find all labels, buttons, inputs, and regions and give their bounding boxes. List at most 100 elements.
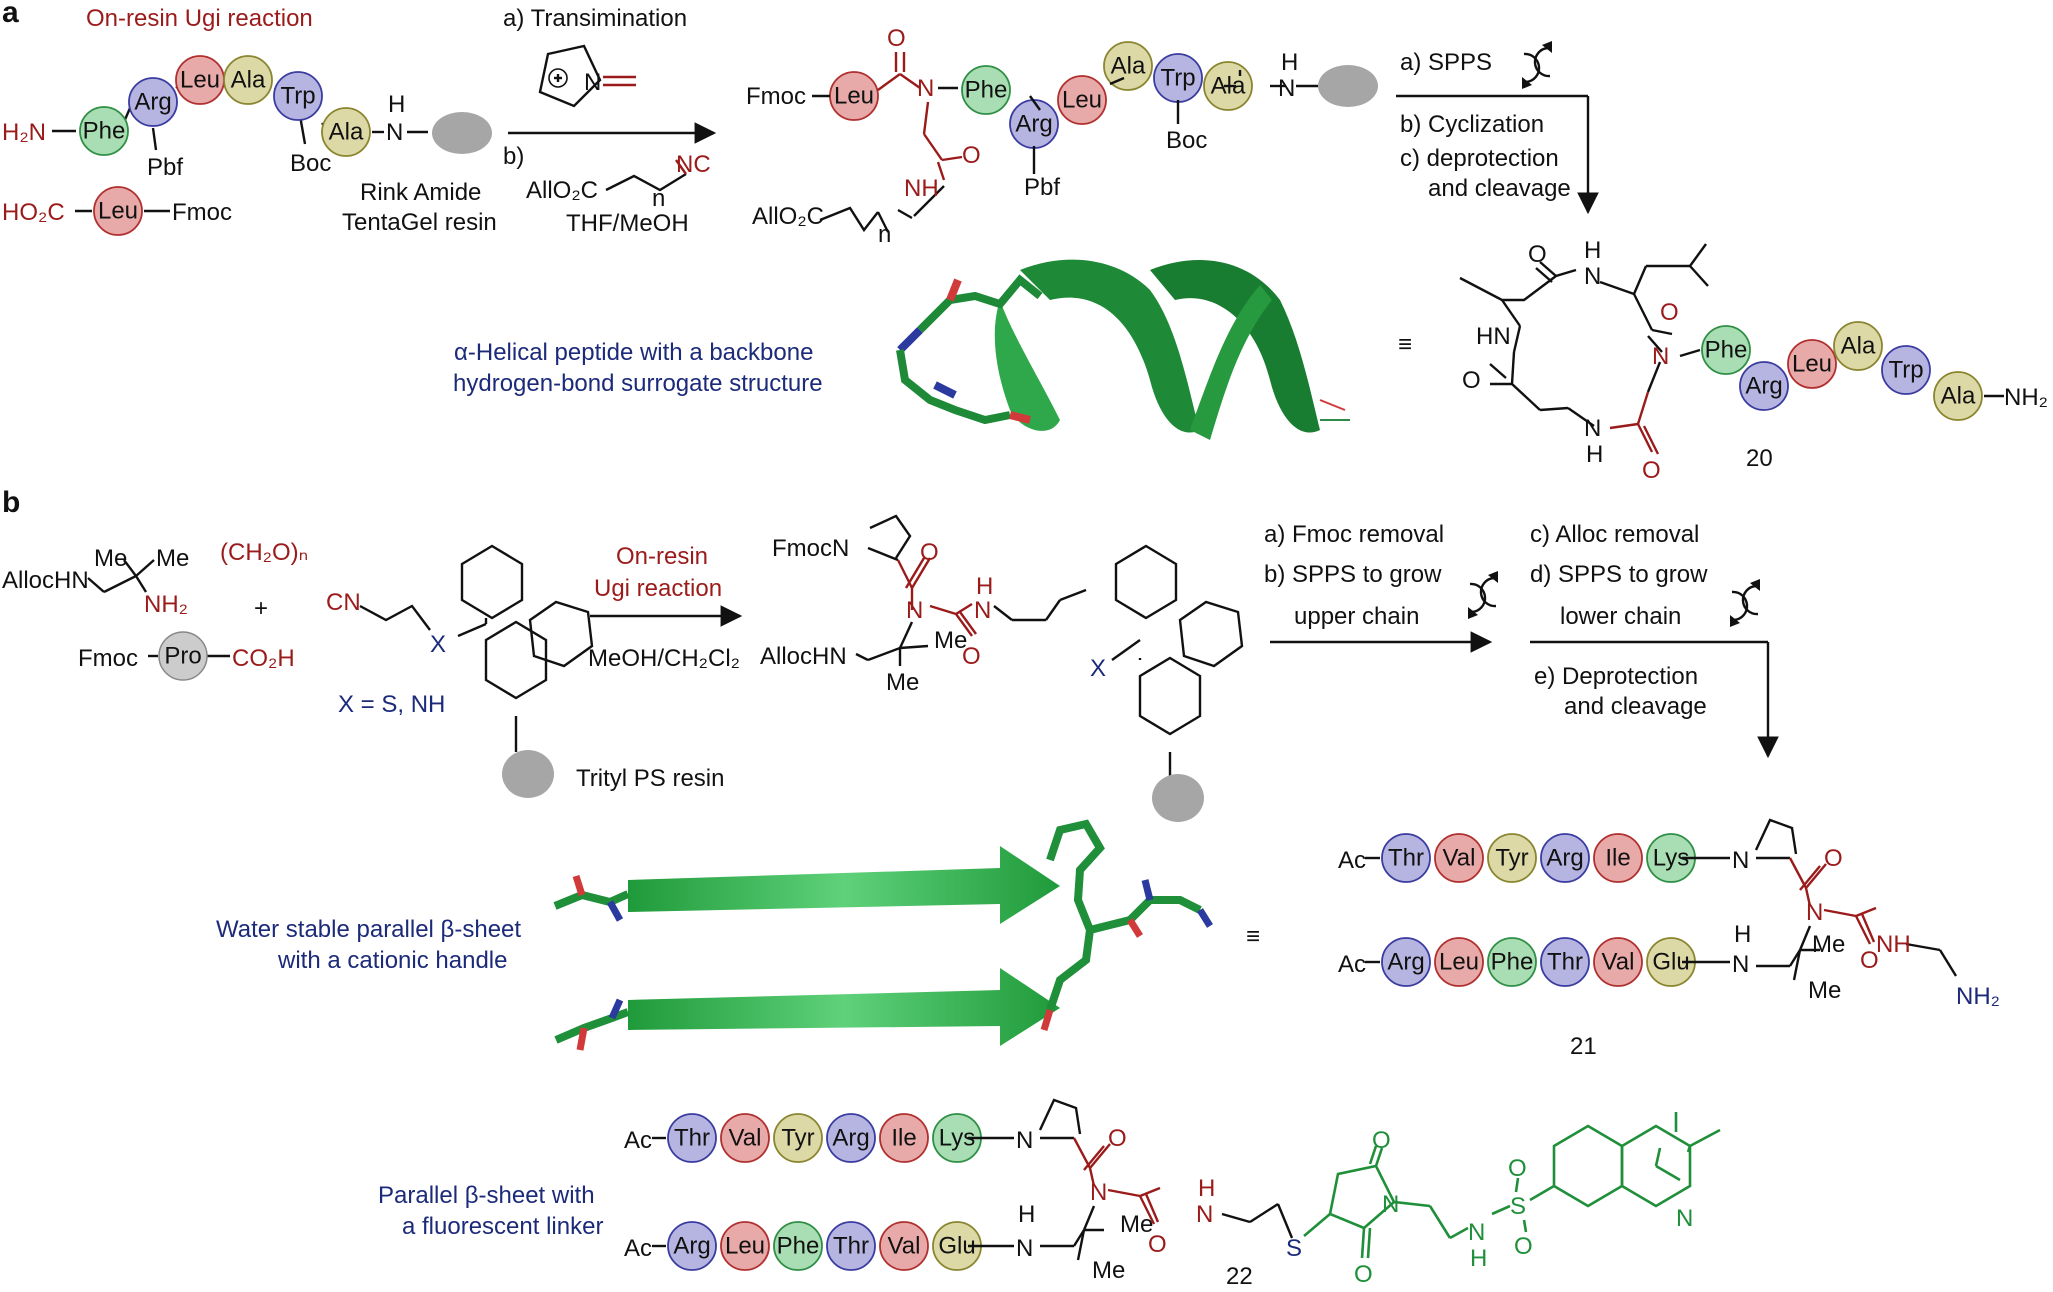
prod-b-me1: Me xyxy=(934,627,967,654)
residue-label-phe-a-prod-1: Phe xyxy=(965,77,1008,104)
c22-o4: O xyxy=(1354,1261,1373,1288)
h2n-label: H₂N xyxy=(2,119,46,146)
sheet-caption-1: Water stable parallel β-sheet xyxy=(216,916,521,943)
residue-ala-a-start-5 xyxy=(321,107,371,157)
cycle-icon-b2 xyxy=(1730,579,1760,627)
c22-o2: O xyxy=(1148,1231,1167,1258)
compound-20-ring xyxy=(1459,243,1709,455)
fmoc-pro-fmoc: Fmoc xyxy=(78,645,138,672)
resin-nh-h: H xyxy=(388,91,405,118)
allo2c-reagent: AllO₂C xyxy=(526,177,598,204)
helix-caption-1: α-Helical peptide with a backbone xyxy=(454,339,813,366)
alloc-removal: c) Alloc removal xyxy=(1530,521,1699,548)
c21-me2: Me xyxy=(1808,977,1841,1004)
residue-label-leu-a-prod-3: Leu xyxy=(1062,87,1102,114)
residue-label-ala-a-start-5: Ala xyxy=(329,119,364,146)
residue-phe-a-start-0 xyxy=(79,106,129,156)
residue-trp-a-start-4 xyxy=(273,71,323,121)
x-label: X xyxy=(430,631,446,658)
residue-label-ile-c22-up-4: Ile xyxy=(891,1125,916,1152)
residue-arg-c21-low-0 xyxy=(1381,937,1431,987)
residue-label-leu-a-prod-0: Leu xyxy=(834,83,874,110)
nh2-label: NH₂ xyxy=(144,591,188,618)
residue-ala-c20-5 xyxy=(1933,371,1983,421)
step-b-label: b) xyxy=(503,143,524,170)
residue-label-phe-c21-low-2: Phe xyxy=(1491,949,1534,976)
c21-nh2: NH₂ xyxy=(1956,983,2000,1010)
prod-b-x: X xyxy=(1090,655,1106,682)
resin-bead xyxy=(432,112,492,154)
residue-label-arg-c21-low-0: Arg xyxy=(1387,949,1424,976)
cyclization-label: b) Cyclization xyxy=(1400,111,1544,138)
residue-label-arg-c20-1: Arg xyxy=(1745,373,1782,400)
residue-label-leu-c21-low-1: Leu xyxy=(1439,949,1479,976)
c20-n1: N xyxy=(1584,263,1601,290)
residue-ala-c20-3 xyxy=(1833,321,1883,371)
residue-label-val-c21-up-1: Val xyxy=(1443,845,1476,872)
c22-nme2: N xyxy=(1676,1205,1693,1232)
residue-label-ile-c21-up-4: Ile xyxy=(1605,845,1630,872)
co2h-label: CO₂H xyxy=(232,645,295,672)
residue-label-arg-c22-low-0: Arg xyxy=(673,1233,710,1260)
cleavage-label: and cleavage xyxy=(1428,175,1571,202)
compound-22-bonds xyxy=(652,1098,1721,1261)
residue-ala-a-start-3 xyxy=(223,55,273,105)
prod-nh: NH xyxy=(904,175,939,202)
residue-arg-c20-1 xyxy=(1739,361,1789,411)
residue-label-arg-c22-up-3: Arg xyxy=(832,1125,869,1152)
residue-label-phe-c20-0: Phe xyxy=(1705,337,1748,364)
residue-val-c21-low-4 xyxy=(1593,937,1643,987)
prod-n-sub: n xyxy=(878,221,891,248)
rink-label: Rink Amide xyxy=(360,179,481,206)
pbf-label: Pbf xyxy=(147,154,183,181)
c21-o1: O xyxy=(1824,845,1843,872)
transimination-label: a) Transimination xyxy=(503,5,687,32)
isocyanide-chain xyxy=(605,159,687,192)
compound-20-number: 20 xyxy=(1746,445,1773,472)
tentagel-label: TentaGel resin xyxy=(342,209,497,236)
beta-sheet-structure-image xyxy=(553,819,1213,1051)
residue-label-trp-c20-4: Trp xyxy=(1888,357,1923,384)
c22-so2-o2: O xyxy=(1514,1233,1533,1260)
prod-fmoc: Fmoc xyxy=(746,83,806,110)
nc-label: NC xyxy=(676,151,711,178)
residue-ile-c22-up-4 xyxy=(879,1113,929,1163)
residue-phe-c21-low-2 xyxy=(1487,937,1537,987)
prod-pbf: Pbf xyxy=(1024,174,1060,201)
cycle-icon xyxy=(1522,41,1552,89)
residue-label-phe-c22-low-2: Phe xyxy=(777,1233,820,1260)
c22-n2: N xyxy=(1090,1179,1107,1206)
c20-hn: HN xyxy=(1476,323,1511,350)
resin-nh-n: N xyxy=(386,119,403,146)
helix-structure-image xyxy=(896,259,1350,440)
residue-label-thr-c21-up-0: Thr xyxy=(1388,845,1424,872)
residue-ala-a-prod-4 xyxy=(1103,41,1153,91)
iminium-n: N xyxy=(584,69,601,96)
residue-leu-c22-low-1 xyxy=(720,1221,770,1271)
prod-n: N xyxy=(917,75,934,102)
residue-arg-c21-up-3 xyxy=(1540,833,1590,883)
pro-label: Pro xyxy=(164,643,201,670)
c20-n2: N xyxy=(1652,343,1669,370)
c22-nh2-h: H xyxy=(1470,1245,1487,1272)
c22-nh2: N xyxy=(1468,1219,1485,1246)
spps-label: a) SPPS xyxy=(1400,49,1492,76)
compound-21-bonds xyxy=(1365,818,1958,981)
prod-o2: O xyxy=(962,142,981,169)
prod-b-o2: O xyxy=(962,643,981,670)
c20-o4: O xyxy=(1642,457,1661,484)
compound-22-number: 22 xyxy=(1226,1263,1253,1290)
spps-lower-2: lower chain xyxy=(1560,603,1681,630)
c21-h: H xyxy=(1734,921,1751,948)
residue-label-phe-a-start-0: Phe xyxy=(83,118,126,145)
residue-thr-c21-low-3 xyxy=(1540,937,1590,987)
equiv-sign-b: ≡ xyxy=(1246,923,1260,950)
residue-leu-a-start-6 xyxy=(93,186,143,236)
residue-label-leu-c22-low-1: Leu xyxy=(725,1233,765,1260)
residue-tyr-c21-up-2 xyxy=(1487,833,1537,883)
n-subscript: n xyxy=(652,185,665,212)
trityl-resin-label: Trityl PS resin xyxy=(576,765,724,792)
prod-b-allochn: AllocHN xyxy=(760,643,847,670)
paraformaldehyde: (CH₂O)ₙ xyxy=(220,539,308,566)
